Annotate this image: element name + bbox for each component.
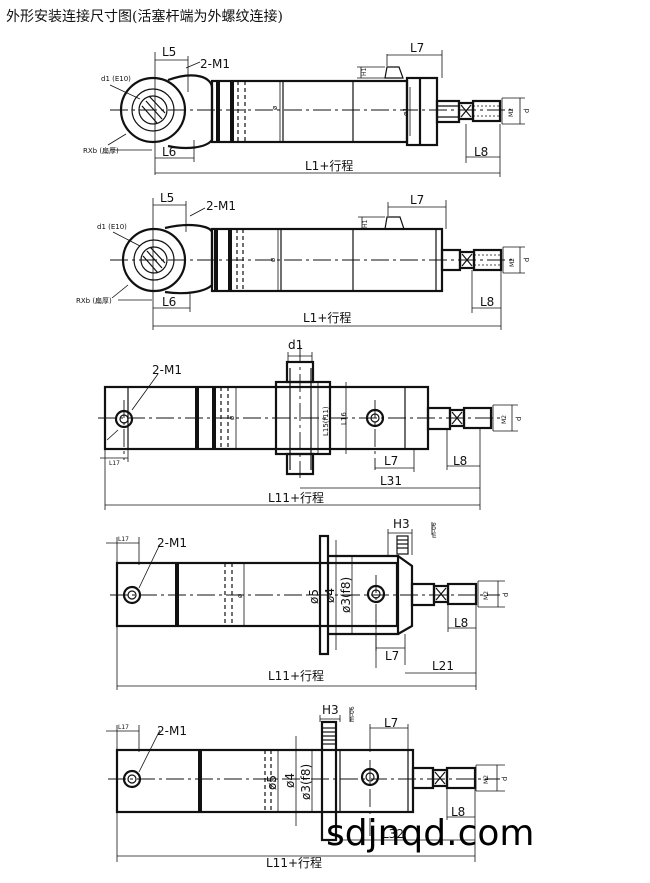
fig3-label-L31: L31 [380,474,402,488]
fig3-label-M2: M2 [501,415,508,424]
fig1-label-phi: ø [271,105,279,110]
fig2-label-L5: L5 [160,191,174,205]
fig4-label-L11-stroke: L11+行程 [268,668,324,683]
fig3-label-d: d [515,417,523,421]
fig3-label-d1: d1 [288,338,303,352]
fig1-label-L5: L5 [162,45,176,59]
fig5-label-phi3: ø3(f8) [299,764,313,800]
figure-1-earring-mount [107,50,525,177]
fig1-label-H1: H1 [361,67,368,76]
fig4-label-phi: ø [236,593,244,598]
fig1-label-RXb: RXb (扁厚) [83,146,119,155]
fig4-label-L8: L8 [454,616,468,630]
fig4-label-phi5: ø5 [307,589,321,604]
fig3-label-phi: ø [228,415,236,420]
fig4-label-2-M1: 2-M1 [157,536,187,550]
fig5-label-d: d [501,777,509,781]
fig5-label-M2: M2 [483,775,490,784]
fig2-label-L7: L7 [410,193,424,207]
fig3-label-L16: L16 [340,412,348,425]
fig1-label-phi1: ø1 [402,107,410,116]
figure-2-earring-mount [110,198,525,330]
fig2-label-L1-stroke: L1+行程 [303,310,351,325]
fig2-label-RXb: RXb (扁厚) [76,296,112,305]
fig2-label-H1: H1 [362,219,369,228]
figure-4-flange-mount [106,522,505,690]
fig4-label-L7: L7 [385,649,399,663]
fig1-label-M2: M2 [508,108,515,117]
fig1-label-L1-stroke: L1+行程 [305,158,353,173]
fig1-label-L7: L7 [410,41,424,55]
fig2-label-d1-E10: d1 (E10) [97,223,127,231]
fig1-label-L8: L8 [474,145,488,159]
fig4-label-L21: L21 [432,659,454,673]
fig4-label-L17: L17 [118,536,129,543]
fig5-label-mark: m-06 [349,706,356,722]
fig2-label-M2: M2 [509,258,516,267]
fig2-label-L8: L8 [480,295,494,309]
fig5-label-phi4: ø4 [283,773,297,788]
fig4-label-M2: M2 [483,591,490,600]
fig5-label-2-M1: 2-M1 [157,724,187,738]
figure-5-intermediate-flange-mount [106,708,505,862]
fig3-label-L8: L8 [453,454,467,468]
fig3-label-L15: L15(f11) [322,406,330,436]
fig5-label-phi5: ø5 [265,775,279,790]
fig5-label-L11-stroke: L11+行程 [266,855,322,870]
fig3-label-L11-stroke: L11+行程 [268,490,324,505]
fig1-label-d: d [523,109,531,113]
fig4-label-H3: H3 [393,517,410,531]
fig3-label-L17: L17 [109,460,120,467]
fig3-label-2-M1: 2-M1 [152,363,182,377]
fig5-label-L7: L7 [384,716,398,730]
figure-3-trunnion-mount [98,345,518,510]
fig4-label-mark: m-06 [431,522,438,538]
fig1-label-L6: L6 [162,145,176,159]
fig1-label-d1-E10: d1 (E10) [101,75,131,83]
fig4-label-phi4: ø4 [323,588,337,603]
fig4-label-phi3: ø3(f8) [339,577,353,613]
fig5-label-L17: L17 [118,724,129,731]
fig2-label-L6: L6 [162,295,176,309]
fig1-label-2-M1: 2-M1 [200,57,230,71]
fig4-label-d: d [502,593,510,597]
fig5-label-H3: H3 [322,703,339,717]
page-title: 外形安装连接尺寸图(活塞杆端为外螺纹连接) [6,9,283,25]
fig5-label-phi: ø [270,777,278,782]
fig2-label-d: d [523,258,531,262]
watermark-text: sdjnqd.com [326,813,535,854]
fig3-label-L7: L7 [384,454,398,468]
fig2-label-phi: ø [269,257,277,262]
fig5-label-L32: L32 [382,827,404,841]
fig5-label-L8: L8 [451,805,465,819]
fig2-label-2-M1: 2-M1 [206,199,236,213]
